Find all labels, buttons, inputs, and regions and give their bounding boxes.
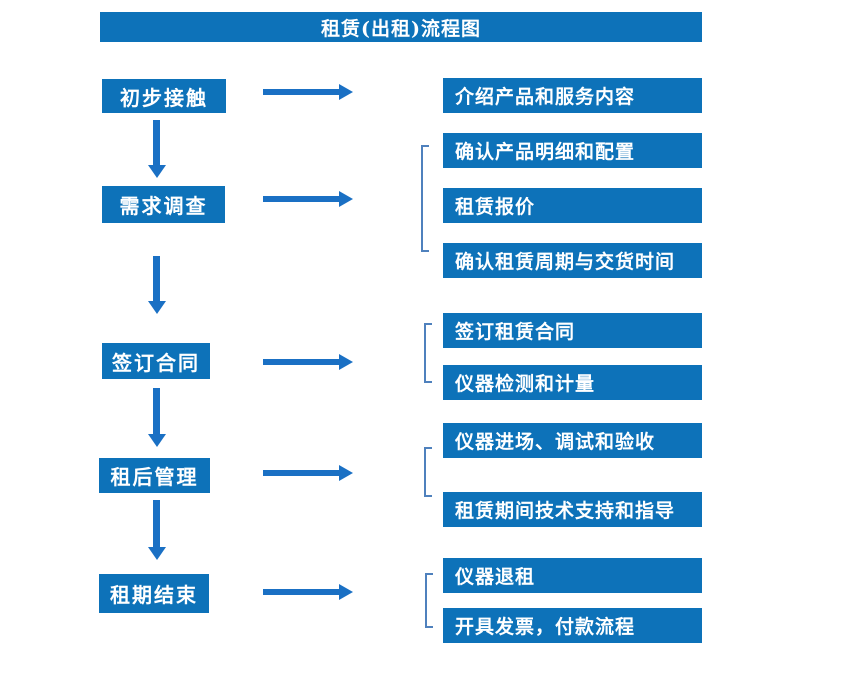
- right-arrow-step1-icon: [263, 84, 353, 100]
- step-box-initial-contact: 初步接触: [102, 79, 226, 113]
- bracket-step3-details: [424, 323, 432, 383]
- arrow-head: [148, 434, 166, 447]
- step-box-demand-survey: 需求调查: [102, 186, 225, 223]
- down-arrow-step3-to-step4-icon: [148, 388, 166, 447]
- arrow-head: [339, 191, 353, 207]
- arrow-shaft: [153, 120, 160, 166]
- arrow-head: [339, 354, 353, 370]
- bracket-step4-details: [424, 447, 432, 497]
- down-arrow-step2-to-step3-icon: [148, 256, 166, 314]
- detail-box-instrument-setup-acceptance: 仪器进场、调试和验收: [443, 423, 702, 458]
- detail-box-technical-support: 租赁期间技术支持和指导: [443, 492, 702, 527]
- arrow-shaft: [263, 470, 341, 476]
- arrow-head: [148, 165, 166, 178]
- detail-box-introduce-products: 介绍产品和服务内容: [443, 78, 702, 113]
- step-box-sign-contract: 签订合同: [102, 343, 210, 379]
- down-arrow-step1-to-step2-icon: [148, 120, 166, 178]
- arrow-head: [339, 465, 353, 481]
- detail-box-instrument-testing: 仪器检测和计量: [443, 365, 702, 400]
- arrow-shaft: [153, 388, 160, 435]
- arrow-head: [148, 301, 166, 314]
- detail-box-confirm-product-config: 确认产品明细和配置: [443, 133, 702, 168]
- detail-box-invoice-payment: 开具发票，付款流程: [443, 608, 702, 643]
- step-box-post-rental-management: 租后管理: [99, 458, 210, 493]
- right-arrow-step4-icon: [263, 465, 353, 481]
- arrow-head: [339, 84, 353, 100]
- flowchart-title: 租赁(出租)流程图: [100, 12, 702, 42]
- arrow-shaft: [153, 500, 160, 548]
- detail-box-sign-rental-contract: 签订租赁合同: [443, 313, 702, 348]
- arrow-shaft: [263, 89, 341, 95]
- bracket-step2-details: [421, 145, 429, 252]
- step-box-rental-end: 租期结束: [99, 574, 209, 613]
- detail-box-instrument-return: 仪器退租: [443, 558, 702, 593]
- down-arrow-step4-to-step5-icon: [148, 500, 166, 560]
- arrow-head: [339, 584, 353, 600]
- arrow-shaft: [263, 589, 341, 595]
- right-arrow-step2-icon: [263, 191, 353, 207]
- right-arrow-step3-icon: [263, 354, 353, 370]
- detail-box-confirm-period-delivery: 确认租赁周期与交货时间: [443, 243, 702, 278]
- detail-box-rental-quotation: 租赁报价: [443, 188, 702, 223]
- arrow-shaft: [263, 196, 341, 202]
- arrow-shaft: [153, 256, 160, 302]
- arrow-shaft: [263, 359, 341, 365]
- arrow-head: [148, 547, 166, 560]
- right-arrow-step5-icon: [263, 584, 353, 600]
- bracket-step5-details: [425, 573, 433, 628]
